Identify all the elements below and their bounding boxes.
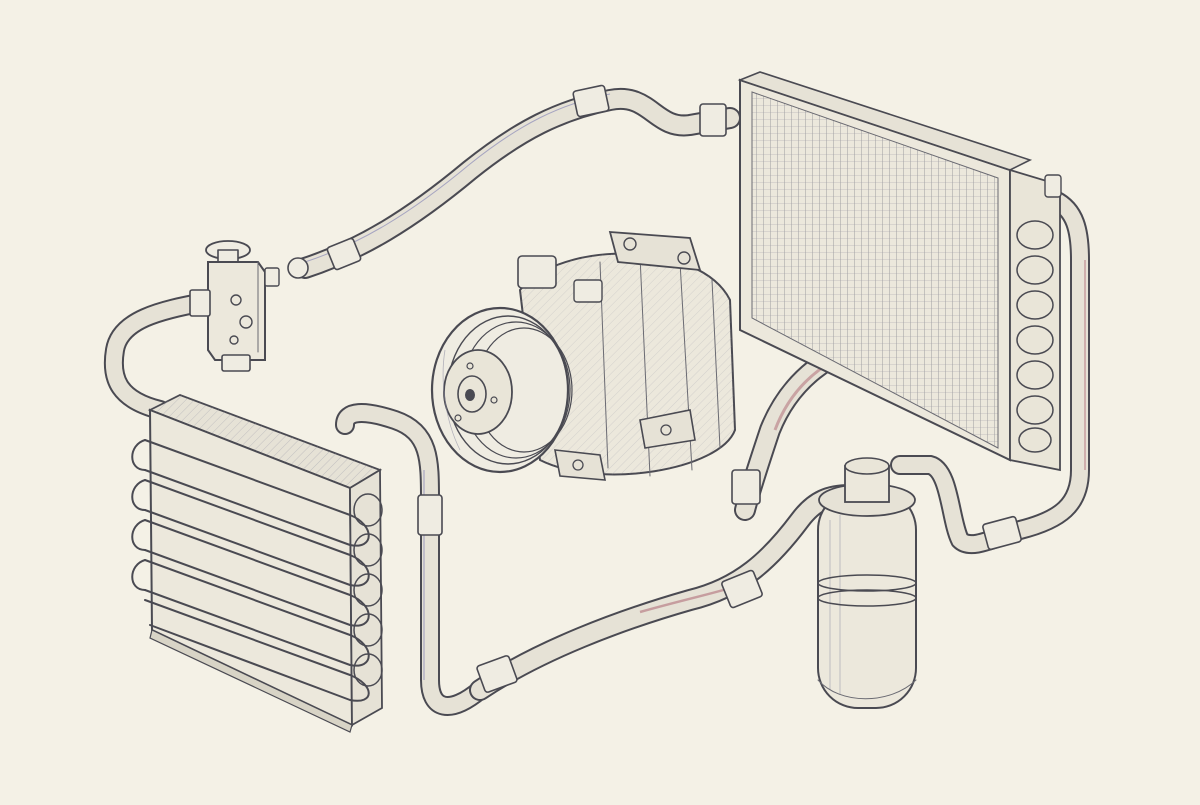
condenser-coil-loops <box>1016 220 1054 453</box>
pipe-valve-to-condenser <box>287 84 741 279</box>
expansion-valve <box>189 240 280 372</box>
pipe-valve-to-evaporator <box>103 292 215 420</box>
compressor-pulley <box>430 306 573 474</box>
receiver-drier <box>817 457 917 709</box>
pipe-lower-to-drier <box>469 484 861 701</box>
pipe-condenser-to-drier <box>890 190 1090 555</box>
compressor <box>430 231 737 481</box>
pipe-evaporator-outlet <box>335 403 490 716</box>
condenser <box>737 71 1062 472</box>
evaporator-tubes <box>131 439 383 702</box>
evaporator <box>131 394 383 733</box>
